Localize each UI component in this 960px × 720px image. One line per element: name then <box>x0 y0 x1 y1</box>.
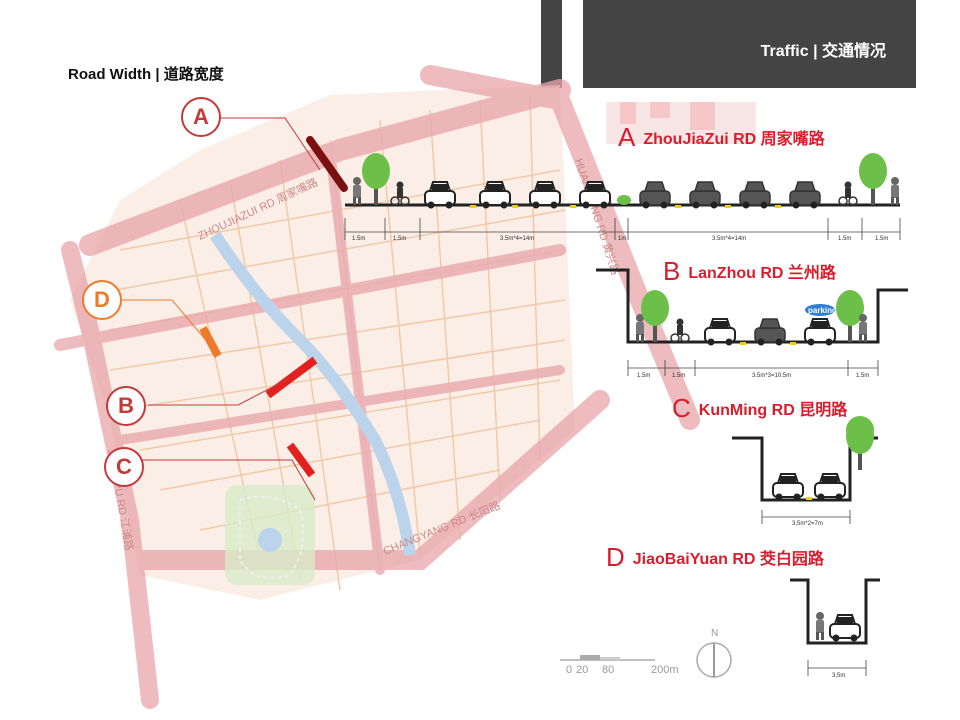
section-name-d: JiaoBaiYuan RD 茭白园路 <box>632 551 824 568</box>
section-name-c: KunMing RD 昆明路 <box>698 402 848 419</box>
section-letter-c: C <box>672 393 691 423</box>
dim-a-2: 3.5m*4=14m <box>500 236 534 242</box>
scale-label-80: 80 <box>602 664 614 676</box>
dim-a-5: 1.5m <box>838 236 851 242</box>
section-title-d: D JiaoBaiYuan RD 茭白园路 <box>606 542 824 573</box>
cross-section-c: 3.5m*2=7m <box>732 416 878 527</box>
marker-b: B <box>106 386 146 426</box>
dim-a-1: 1.5m <box>393 236 406 242</box>
marker-a: A <box>181 97 221 137</box>
section-letter-a: A <box>618 122 636 152</box>
cross-section-a: 1.5m 1.5m 3.5m*4=14m 1m 3.5m*4=14m 1.5m … <box>344 102 901 242</box>
section-name-a: ZhouJiaZui RD 周家嘴路 <box>643 131 825 148</box>
road-bar-d <box>199 326 222 358</box>
cross-section-d: 3.5m <box>790 578 880 679</box>
dim-a-6: 1.5m <box>875 236 888 242</box>
leader-line-a <box>220 117 321 171</box>
leader-line-b <box>148 377 291 406</box>
section-letter-b: B <box>663 256 681 286</box>
marker-c: C <box>104 447 144 487</box>
dim-b-2: 3.5m*3=10.5m <box>752 373 791 379</box>
dim-a-4: 3.5m*4=14m <box>712 236 746 242</box>
leader-line-c <box>142 459 316 501</box>
dim-a-3: 1m <box>618 236 626 242</box>
road-bar-a <box>306 136 348 192</box>
header-accent-bar <box>541 0 562 88</box>
section-title-b: B LanZhou RD 兰州路 <box>663 256 836 287</box>
parking-sign: parking <box>808 306 837 315</box>
scale-bar: 0 20 80 200m <box>560 655 679 676</box>
section-title-c: C KunMing RD 昆明路 <box>672 393 847 424</box>
north-label: N <box>711 628 718 639</box>
section-name-b: LanZhou RD 兰州路 <box>688 265 836 282</box>
section-letter-d: D <box>606 542 625 572</box>
dim-b-3: 1.5m <box>856 373 869 379</box>
scale-label-0: 0 <box>566 664 572 676</box>
section-title-a: A ZhouJiaZui RD 周家嘴路 <box>618 122 825 153</box>
section-header: Traffic | 交通情况 <box>583 0 916 88</box>
dim-b-0: 1.5m <box>637 373 650 379</box>
page-title: Road Width | 道路宽度 <box>68 66 224 83</box>
scale-label-200: 200m <box>651 664 679 676</box>
north-arrow-icon: N <box>696 628 732 678</box>
dim-b-1: 1.5m <box>672 373 685 379</box>
dim-d-0: 3.5m <box>832 673 845 679</box>
marker-d: D <box>82 280 122 320</box>
road-bar-c <box>286 442 316 478</box>
leader-line-d <box>120 299 211 346</box>
dim-a-0: 1.5m <box>352 236 365 242</box>
road-bar-b <box>265 356 318 399</box>
cross-section-b: parking 1.5m 1.5m 3.5m*3=10.5m 1.5m <box>596 268 908 379</box>
scale-label-20: 20 <box>576 664 588 676</box>
section-header-text: Traffic | 交通情况 <box>760 43 886 60</box>
dim-c-0: 3.5m*2=7m <box>792 521 823 527</box>
